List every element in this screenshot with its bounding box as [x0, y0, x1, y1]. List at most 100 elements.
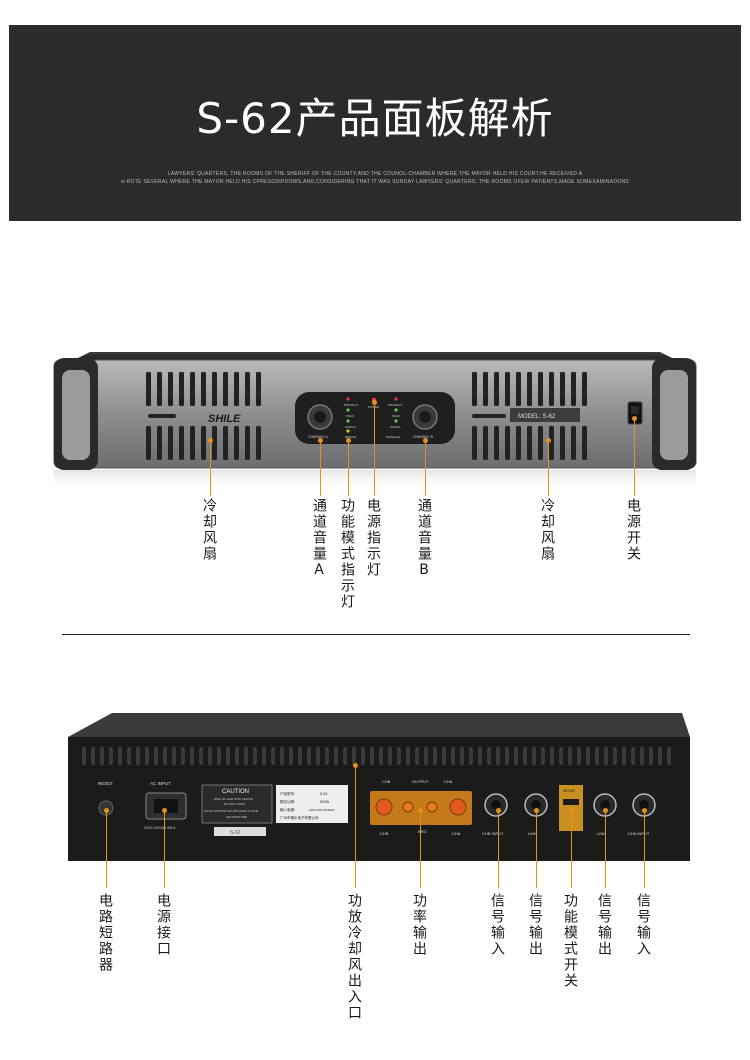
rear-vent-slot: [343, 747, 347, 765]
fan-right-leader-line: [548, 440, 549, 496]
vent-leader-line: [355, 765, 356, 888]
ind-right-1: PEAK: [392, 414, 400, 418]
vent-slot: [582, 426, 587, 460]
model-plate: MODEL: S-62: [518, 414, 556, 420]
rear-vent-slot: [568, 747, 572, 765]
rear-vent-slot: [82, 747, 86, 765]
vent-slot: [538, 372, 543, 406]
ind-right-2: SIGNAL: [390, 425, 401, 429]
vent-slot: [571, 372, 576, 406]
ind-left-3: BRIDGE: [345, 435, 357, 439]
label-fan-left: 冷却风扇: [201, 498, 217, 562]
vent-slot: [234, 426, 239, 460]
rear-vent-slot: [406, 747, 410, 765]
vent-slot: [505, 426, 510, 460]
voltage-label: 200V-240V/50-60Hz: [144, 826, 176, 830]
rear-vent-slot: [550, 747, 554, 765]
rear-vent-slot: [154, 747, 158, 765]
label-mode-switch: 功能模式开关: [562, 893, 578, 989]
header-banner: S-62产品面板解析 LAWYERS' QUARTERS, THE ROOMS …: [9, 25, 741, 221]
rear-vent-slot: [460, 747, 464, 765]
rear-vent-slot: [307, 747, 311, 765]
rear-vent-slot: [595, 747, 599, 765]
output-terminal-mid-2: [426, 801, 438, 813]
sig-out-a-leader-line: [605, 810, 606, 888]
label-channel-a: 通道音量A: [311, 498, 327, 580]
vent-slot: [256, 426, 261, 460]
vent-slot: [146, 426, 151, 460]
label-breaker: 电路短路器: [97, 893, 113, 973]
power-switch-leader-line: [634, 418, 635, 496]
label-signal-output-b: 信号输出: [527, 893, 543, 957]
vent-slot: [157, 426, 162, 460]
vent-slot: [223, 372, 228, 406]
front-panel-image: SHILE MODEL: S-62 CHANNEL A CHANNEL B PR…: [40, 330, 710, 490]
spec-power-value: 500W: [320, 800, 330, 804]
rear-vent-slot: [586, 747, 590, 765]
rear-vent-slot: [370, 747, 374, 765]
vent-slot: [527, 426, 532, 460]
rear-vent-slot: [541, 747, 545, 765]
rear-vent-slot: [109, 747, 113, 765]
caution-title: CAUTION: [222, 789, 249, 795]
vent-slot: [168, 372, 173, 406]
rear-vent-slot: [127, 747, 131, 765]
rear-vent-slot: [478, 747, 482, 765]
vent-slot: [538, 426, 543, 460]
control-panel: [295, 392, 455, 444]
front-reflection: [54, 470, 696, 490]
rear-vent-slot: [253, 747, 257, 765]
power-port-leader-line: [164, 810, 165, 888]
rear-vent-slot: [352, 747, 356, 765]
rear-vent-slot: [316, 747, 320, 765]
channel-a-leader-line: [320, 440, 321, 496]
ind-left-0: PROTECT: [344, 403, 359, 407]
mode-label: MODE: [563, 788, 575, 793]
vent-slot: [582, 372, 587, 406]
mode-light-leader-line: [348, 440, 349, 496]
ind-right-3: PARALLEL: [386, 435, 401, 439]
reset-label: RESET: [98, 781, 113, 786]
cha-input-label: CHA INPUT: [628, 831, 650, 836]
rear-vent-slot: [658, 747, 662, 765]
page-title: S-62产品面板解析: [196, 94, 554, 143]
left-vent-grille: [146, 372, 261, 460]
right-indicators: PROTECT PEAK SIGNAL PARALLEL: [386, 397, 403, 439]
rear-vent-slot: [649, 747, 653, 765]
rear-vent-slot: [379, 747, 383, 765]
knob-b-label: CHANNEL B: [413, 435, 434, 439]
rear-vent-slot: [442, 747, 446, 765]
vent-slot: [483, 426, 488, 460]
sig-in-a-leader-line: [644, 810, 645, 888]
output-cha-label: CHA: [452, 831, 461, 836]
output-chb-top-label: CHB: [382, 779, 391, 784]
spec-supply-value: ~200-240V 50/60Hz: [308, 808, 335, 812]
rear-vent-slot: [388, 747, 392, 765]
vent-slot: [146, 372, 151, 406]
rear-vent-slot: [163, 747, 167, 765]
vent-slot: [179, 426, 184, 460]
serial-sticker: [214, 827, 266, 836]
rear-vent-slot: [640, 747, 644, 765]
rear-vent-slot: [325, 747, 329, 765]
label-power-out: 功率输出: [411, 893, 427, 957]
rear-vent-slot: [298, 747, 302, 765]
channel-b-leader-line: [425, 440, 426, 496]
rear-vent-slot: [613, 747, 617, 765]
caution-line-2: DO NOT OPEN: [224, 802, 245, 806]
rear-vent-slot: [559, 747, 563, 765]
ind-left-2: SIGNAL: [345, 425, 356, 429]
caution-label-box: [201, 784, 273, 824]
rear-vent-slot: [136, 747, 140, 765]
rear-vent-slot: [199, 747, 203, 765]
power-light-leader-line: [374, 402, 375, 496]
spec-power-label: 额定功率:: [280, 799, 295, 804]
vent-slot: [157, 372, 162, 406]
left-indicators: PROTECT PEAK SIGNAL BRIDGE: [344, 397, 359, 439]
serial-label: S-62: [230, 830, 241, 836]
rear-vent-slot: [334, 747, 338, 765]
link-a-label: LINK: [597, 831, 606, 836]
rear-vent-slot: [604, 747, 608, 765]
rear-vent-slot: [577, 747, 581, 765]
vent-slot: [212, 426, 217, 460]
